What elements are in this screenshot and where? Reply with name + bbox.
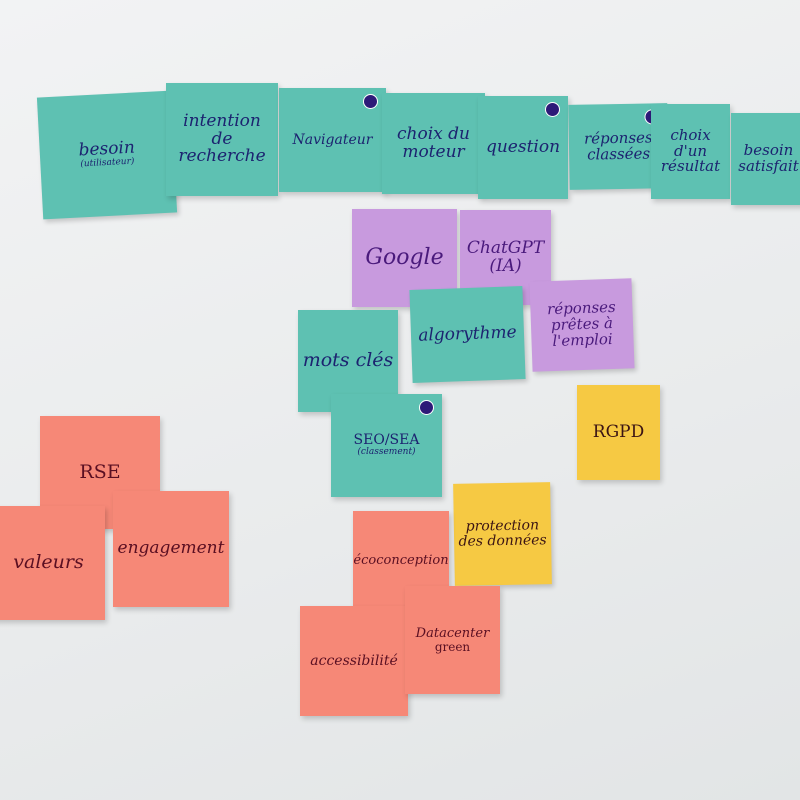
note-subtext: (IA) <box>489 255 522 276</box>
sticky-note-besoin: besoin (utilisateur) <box>36 90 178 220</box>
note-text: mots clés <box>302 349 394 372</box>
sticky-note-reponses-pretes: réponses prêtes à l'emploi <box>529 278 635 372</box>
note-subtext: (utilisateur) <box>80 156 135 170</box>
note-text: Navigateur <box>292 131 373 148</box>
sticky-note-protection-donnees: protection des données <box>453 482 552 586</box>
sticky-note-seo-sea: SEO/SEA (classement) <box>331 394 442 497</box>
sticker-dot-icon <box>545 102 560 117</box>
note-text: engagement <box>117 538 225 559</box>
note-text: Google <box>365 245 444 271</box>
note-text: ChatGPT <box>466 237 545 258</box>
sticky-note-question: question <box>478 96 568 199</box>
note-text: Datacenter <box>415 625 490 641</box>
note-text: réponses prêtes à l'emploi <box>546 298 617 350</box>
note-text: SEO/SEA <box>353 432 420 449</box>
sticky-note-navigateur: Navigateur <box>279 88 386 192</box>
note-subtext: (classement) <box>357 447 416 458</box>
sticky-note-choix-moteur: choix du moteur <box>382 93 485 194</box>
note-text: choix du moteur <box>397 123 470 162</box>
note-text: écoconception <box>353 553 449 569</box>
note-text: question <box>485 136 561 157</box>
note-text: choix d'un résultat <box>660 125 721 176</box>
sticky-note-valeurs: valeurs <box>0 506 105 620</box>
note-text: algorythme <box>417 321 517 346</box>
sticker-dot-icon <box>363 94 378 109</box>
note-text: accessibilité <box>310 652 398 669</box>
sticky-note-accessibilite: accessibilité <box>300 606 408 716</box>
note-text: intention de recherche <box>178 110 266 167</box>
note-subtext: green <box>434 639 471 654</box>
sticky-note-datacenter: Datacenter green <box>405 586 500 694</box>
sticker-dot-icon <box>419 400 434 415</box>
note-text: RGPD <box>592 421 645 442</box>
sticky-note-engagement: engagement <box>113 491 229 607</box>
sticky-note-choix-resultat: choix d'un résultat <box>651 104 730 199</box>
note-text: valeurs <box>13 551 84 574</box>
sticky-note-google: Google <box>352 209 457 307</box>
sticky-note-rgpd: RGPD <box>577 385 660 480</box>
sticky-note-intention: intention de recherche <box>166 83 278 196</box>
note-text: RSE <box>79 460 121 483</box>
sticky-note-algorythme: algorythme <box>409 286 526 383</box>
note-text: besoin satisfait <box>738 141 799 175</box>
sticky-note-besoin-satisfait: besoin satisfait <box>731 113 800 205</box>
note-text: protection des données <box>458 517 547 550</box>
